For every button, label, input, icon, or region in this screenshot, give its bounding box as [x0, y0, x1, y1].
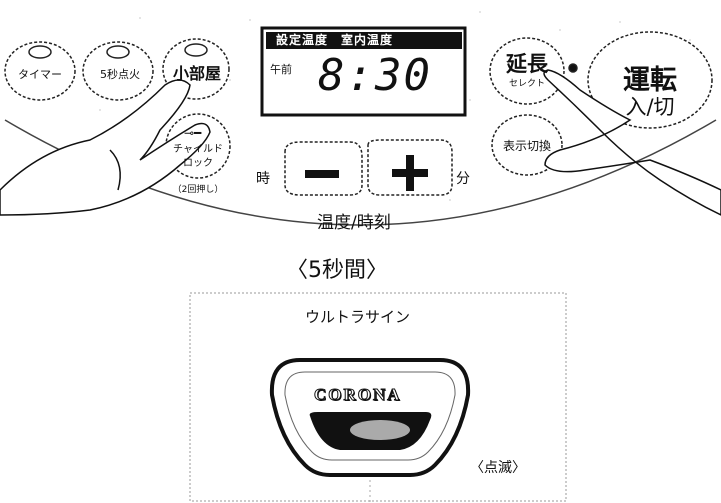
display-time: 8:30	[318, 50, 432, 101]
minute-label: 分	[456, 171, 470, 187]
hour-label: 時	[256, 171, 270, 187]
extend-button[interactable]: 延長	[506, 52, 548, 76]
five-sec-ignition-button[interactable]: 5秒点火	[100, 68, 140, 81]
plus-bar-v	[406, 155, 414, 191]
extend-button-sub[interactable]: セレクト	[508, 79, 545, 89]
sign-blink-glow	[350, 420, 410, 440]
power-button-line1[interactable]: 運転	[623, 65, 677, 96]
sign-frame	[189, 292, 567, 502]
sign-plate-inner	[284, 371, 456, 461]
sign-title: ウルトラサイン	[305, 308, 411, 326]
minus-symbol-shape	[305, 170, 339, 178]
child-lock-button-line2[interactable]: ロック	[183, 158, 213, 169]
sign-brand-logo: CORONA	[314, 385, 402, 405]
blink-note: 〈点滅〉	[470, 460, 526, 476]
display-header: 設定温度 室内温度	[266, 32, 462, 49]
child-lock-button-line1[interactable]: チャイルド	[173, 144, 223, 155]
right-hand	[543, 69, 721, 216]
top-button-ovals	[4, 31, 713, 179]
display-ampm: 午前	[270, 63, 292, 76]
left-hand	[0, 79, 211, 216]
temp-time-label: 温度/時刻	[317, 213, 391, 233]
display-switch-button[interactable]: 表示切換	[502, 139, 551, 153]
small-room-button[interactable]: 小部屋	[172, 64, 221, 83]
duration-note: 〈5秒間〉	[286, 258, 388, 283]
power-button-line2[interactable]: 入/切	[625, 95, 675, 119]
child-lock-key-icon: ⊸━	[184, 126, 202, 140]
timer-button[interactable]: タイマー	[18, 68, 62, 81]
child-lock-note: （2回押し）	[172, 185, 224, 195]
adjust-buttons	[284, 139, 453, 196]
